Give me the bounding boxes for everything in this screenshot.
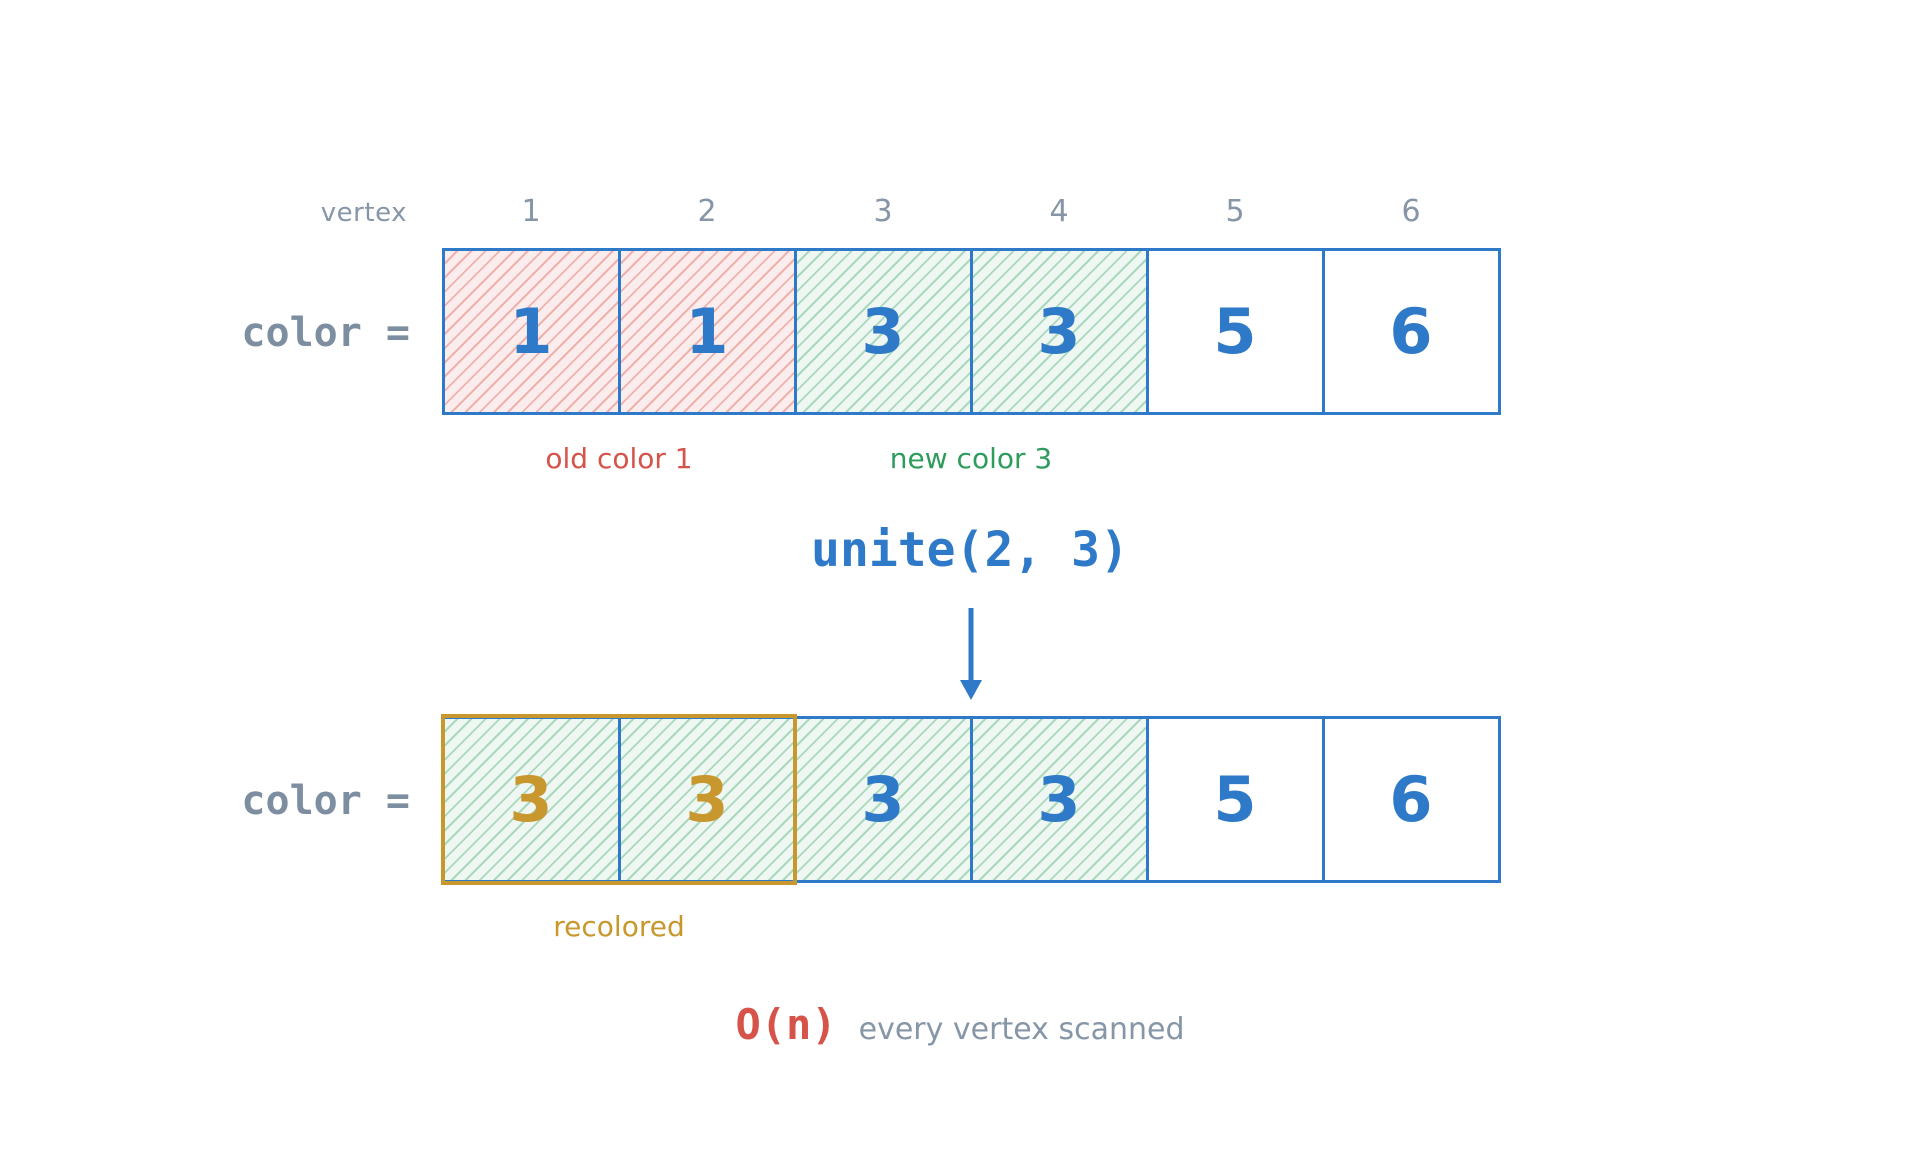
old-color-note: old color 1	[545, 442, 693, 475]
vertex-index-4: 4	[1049, 194, 1069, 229]
after-divider-4	[1146, 716, 1149, 883]
arrow-head	[960, 680, 982, 700]
vertex-index-1: 1	[521, 194, 541, 229]
vertex-index-5: 5	[1225, 194, 1245, 229]
complexity-value: O(n)	[735, 1000, 837, 1049]
before-divider-2	[794, 248, 797, 415]
before-cell-5: 5	[1147, 249, 1323, 413]
vertex-index-3: 3	[873, 194, 893, 229]
after-cell-3: 3	[795, 717, 971, 881]
before-cell-3: 3	[795, 249, 971, 413]
down-arrow-icon	[960, 608, 982, 700]
before-cell-6: 6	[1323, 249, 1499, 413]
recolored-highlight	[441, 714, 797, 885]
operation-label: unite(2, 3)	[811, 522, 1129, 578]
after-cell-6: 6	[1323, 717, 1499, 881]
before-cell-2: 1	[619, 249, 795, 413]
before-cell-4: 3	[971, 249, 1147, 413]
after-divider-1	[618, 716, 621, 883]
before-divider-3	[970, 248, 973, 415]
before-divider-5	[1322, 248, 1325, 415]
recolored-note: recolored	[553, 910, 685, 943]
before-divider-4	[1146, 248, 1149, 415]
before-divider-1	[618, 248, 621, 415]
after-cell-4: 3	[971, 717, 1147, 881]
vertex-index-6: 6	[1401, 194, 1421, 229]
complexity-line: O(n) every vertex scanned	[600, 1000, 1320, 1049]
before-row-label: color =	[241, 310, 410, 356]
after-divider-3	[970, 716, 973, 883]
before-cell-1: 1	[443, 249, 619, 413]
new-color-note: new color 3	[889, 442, 1053, 475]
after-cell-2: 3	[619, 717, 795, 881]
complexity-note: every vertex scanned	[858, 1012, 1185, 1047]
after-cell-1: 3	[443, 717, 619, 881]
after-divider-5	[1322, 716, 1325, 883]
after-cell-5: 5	[1147, 717, 1323, 881]
after-row-label: color =	[241, 778, 410, 824]
vertex-heading: vertex	[320, 198, 407, 228]
vertex-index-2: 2	[697, 194, 717, 229]
